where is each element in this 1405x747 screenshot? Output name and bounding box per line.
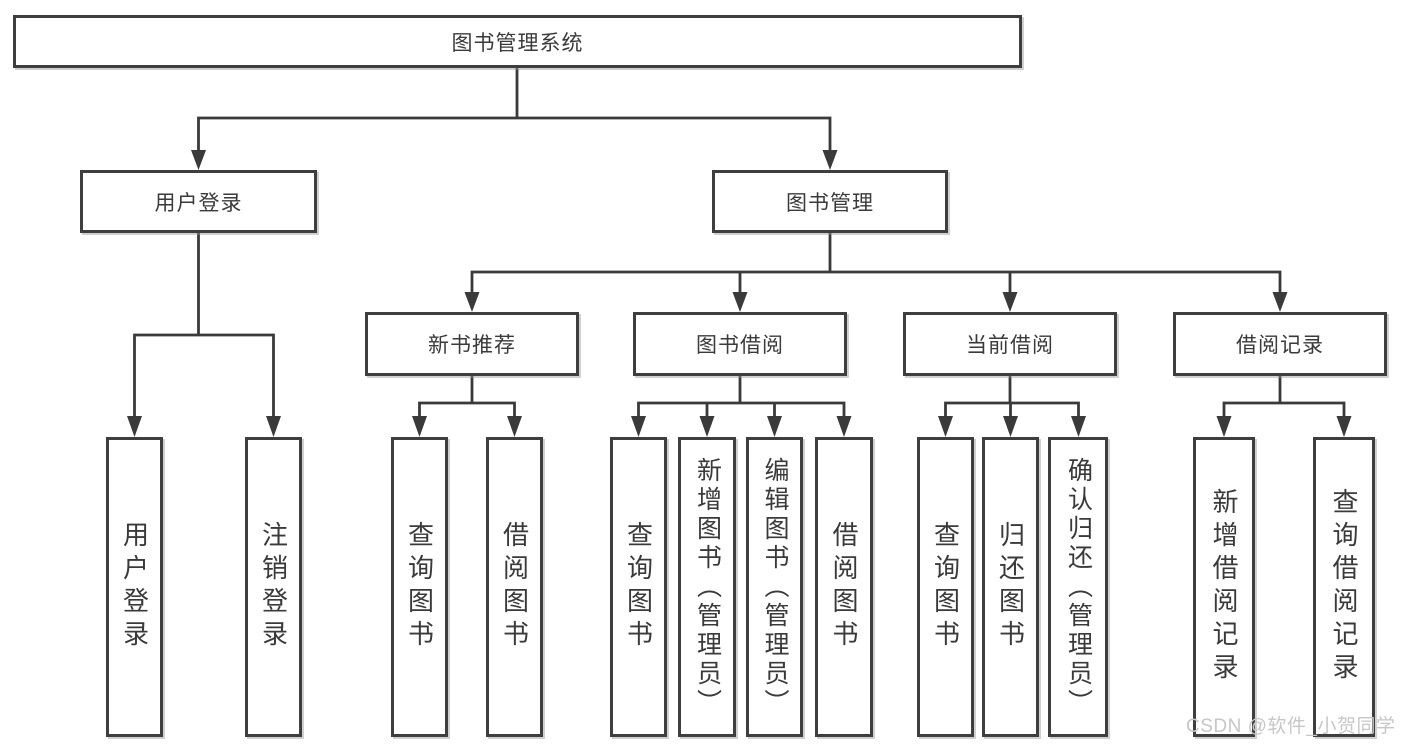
node-book-management: 图书管理 [712, 170, 948, 233]
leaf-bb-add-books: 新增图书（管理员） [678, 437, 736, 737]
leaf-br-add-record-label: 新增借阅记录 [1209, 488, 1239, 686]
arrow-icon [1003, 416, 1018, 437]
arrow-icon [732, 292, 748, 312]
leaf-logout-label: 注销登录 [258, 521, 289, 653]
node-book-borrowing: 图书借阅 [633, 312, 847, 376]
node-root-label: 图书管理系统 [451, 31, 584, 55]
arrow-icon [938, 416, 953, 437]
node-borrowing-records-label: 借阅记录 [1236, 334, 1324, 357]
leaf-cb-return-books: 归还图书 [982, 437, 1039, 737]
leaf-bb-borrow-books-label: 借阅图书 [829, 521, 859, 653]
arrow-icon [699, 416, 715, 437]
leaf-logout: 注销登录 [245, 437, 302, 737]
leaf-cb-query-books: 查询图书 [917, 437, 974, 737]
leaf-user-login-label: 用户登录 [119, 521, 150, 653]
leaf-cb-query-books-label: 查询图书 [930, 521, 961, 653]
leaf-bb-edit-books-label: 编辑图书（管理员） [761, 456, 789, 718]
leaf-br-query-record: 查询借阅记录 [1313, 437, 1375, 737]
leaf-bb-add-books-label: 新增图书（管理员） [693, 456, 722, 718]
arrow-icon [631, 416, 646, 437]
leaf-bb-edit-books: 编辑图书（管理员） [746, 437, 803, 737]
leaf-nb-query-books: 查询图书 [391, 437, 448, 737]
arrow-icon [127, 416, 142, 437]
leaf-cb-return-books-label: 归还图书 [995, 521, 1026, 653]
arrow-icon [191, 150, 206, 170]
leaf-bb-query-books-label: 查询图书 [623, 521, 654, 653]
leaf-nb-borrow-books-label: 借阅图书 [499, 521, 530, 653]
node-user-login: 用户登录 [80, 170, 317, 233]
node-root: 图书管理系统 [13, 15, 1022, 68]
arrow-icon [822, 150, 838, 170]
arrow-icon [1272, 292, 1288, 312]
arrow-icon [1071, 416, 1086, 437]
leaf-br-add-record: 新增借阅记录 [1193, 437, 1255, 737]
arrow-icon [1216, 416, 1232, 437]
leaf-bb-borrow-books: 借阅图书 [815, 437, 873, 737]
node-user-login-label: 用户登录 [154, 191, 243, 215]
node-current-borrowing-label: 当前借阅 [966, 334, 1054, 357]
arrow-icon [1002, 292, 1018, 312]
arrow-icon [412, 416, 427, 437]
node-book-borrowing-label: 图书借阅 [696, 334, 784, 357]
node-borrowing-records: 借阅记录 [1173, 312, 1387, 376]
node-new-book-recommend: 新书推荐 [365, 312, 579, 376]
leaf-nb-borrow-books: 借阅图书 [486, 437, 543, 737]
arrow-icon [266, 416, 281, 437]
arrow-icon [464, 292, 480, 312]
leaf-bb-query-books: 查询图书 [610, 437, 667, 737]
arrow-icon [507, 416, 522, 437]
leaf-cb-confirm-return: 确认归还（管理员） [1048, 437, 1108, 737]
leaf-cb-confirm-return-label: 确认归还（管理员） [1064, 456, 1093, 718]
node-current-borrowing: 当前借阅 [903, 312, 1117, 376]
watermark: CSDN @软件_小贺同学 [1186, 716, 1396, 737]
node-new-book-recommend-label: 新书推荐 [428, 334, 516, 357]
leaf-user-login: 用户登录 [106, 437, 163, 737]
node-book-management-label: 图书管理 [786, 191, 874, 215]
arrow-icon [836, 416, 852, 437]
leaf-br-query-record-label: 查询借阅记录 [1329, 488, 1359, 686]
leaf-nb-query-books-label: 查询图书 [404, 521, 435, 653]
arrow-icon [767, 416, 782, 437]
arrow-icon [1336, 416, 1352, 437]
